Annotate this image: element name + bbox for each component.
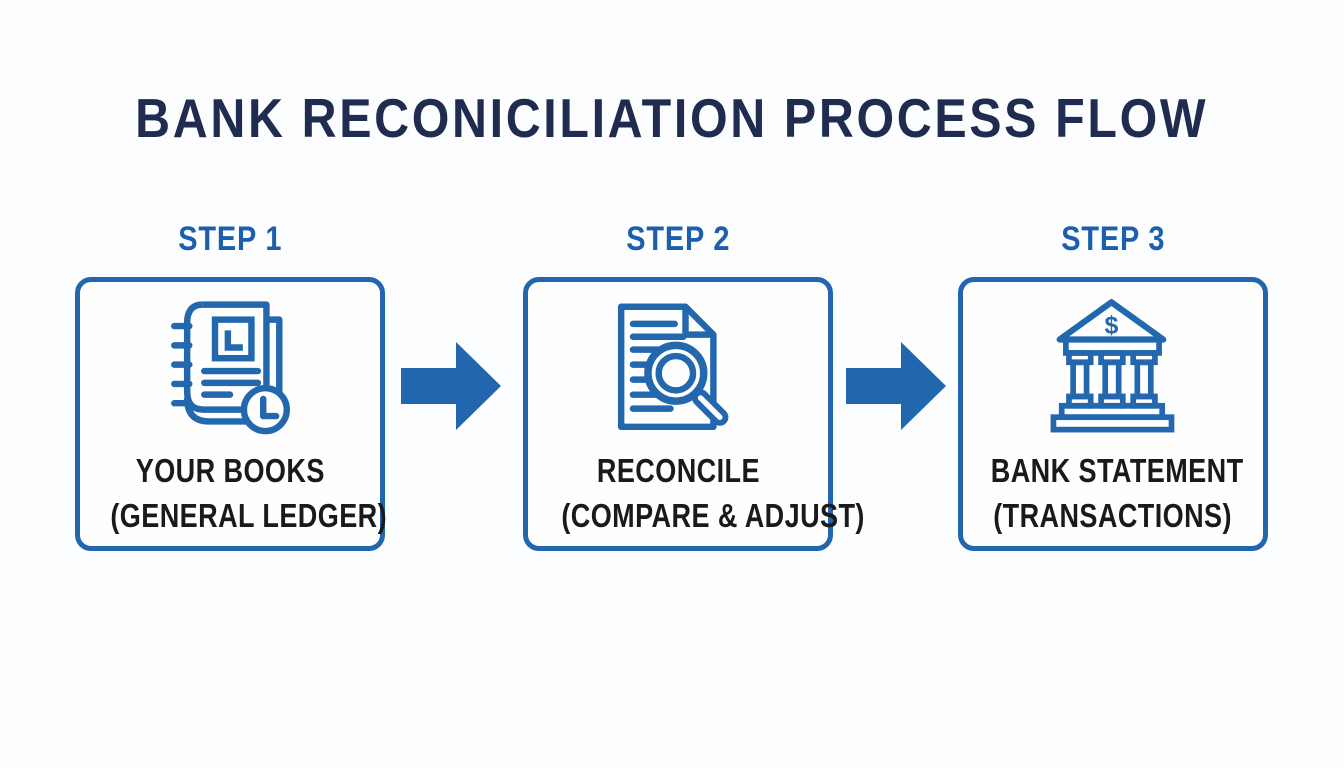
ledger-book-icon [80,296,380,444]
step-2-line1: RECONCILE [596,452,760,489]
dollar-sign-glyph: $ [1104,312,1118,339]
step-2-text: RECONCILE (COMPARE & ADJUST) [528,448,864,538]
step-3-column: STEP 3 $ [958,220,1268,560]
step-2-line2: (COMPARE & ADJUST) [561,497,865,534]
step-3-line2: (TRANSACTIONS) [993,497,1233,534]
document-magnifier-icon [528,296,828,444]
step-1-column: STEP 1 [75,220,387,560]
bank-building-icon: $ [963,296,1263,441]
page-title: BANK RECONICILIATION PROCESS FLOW [0,88,1344,148]
step-1-box: YOUR BOOKS (GENERAL LEDGER) [75,277,387,551]
right-arrow-icon [401,342,501,430]
step-2-box: RECONCILE (COMPARE & ADJUST) [523,277,864,551]
step-3-line1: BANK STATEMENT [990,452,1244,489]
step-2-column: STEP 2 [523,220,864,560]
step-3-box: $ [958,277,1268,551]
step-1-label: STEP 1 [177,220,283,258]
right-arrow-icon [846,342,946,430]
step-3-label: STEP 3 [1060,220,1166,258]
step-2-label: STEP 2 [625,220,731,258]
step-1-line2: (GENERAL LEDGER) [110,497,388,534]
page-title-text: BANK RECONICILIATION PROCESS FLOW [135,87,1209,149]
step-1-text: YOUR BOOKS (GENERAL LEDGER) [80,448,386,538]
step-1-line1: YOUR BOOKS [135,452,325,489]
step-3-text: BANK STATEMENT (TRANSACTIONS) [963,448,1263,538]
